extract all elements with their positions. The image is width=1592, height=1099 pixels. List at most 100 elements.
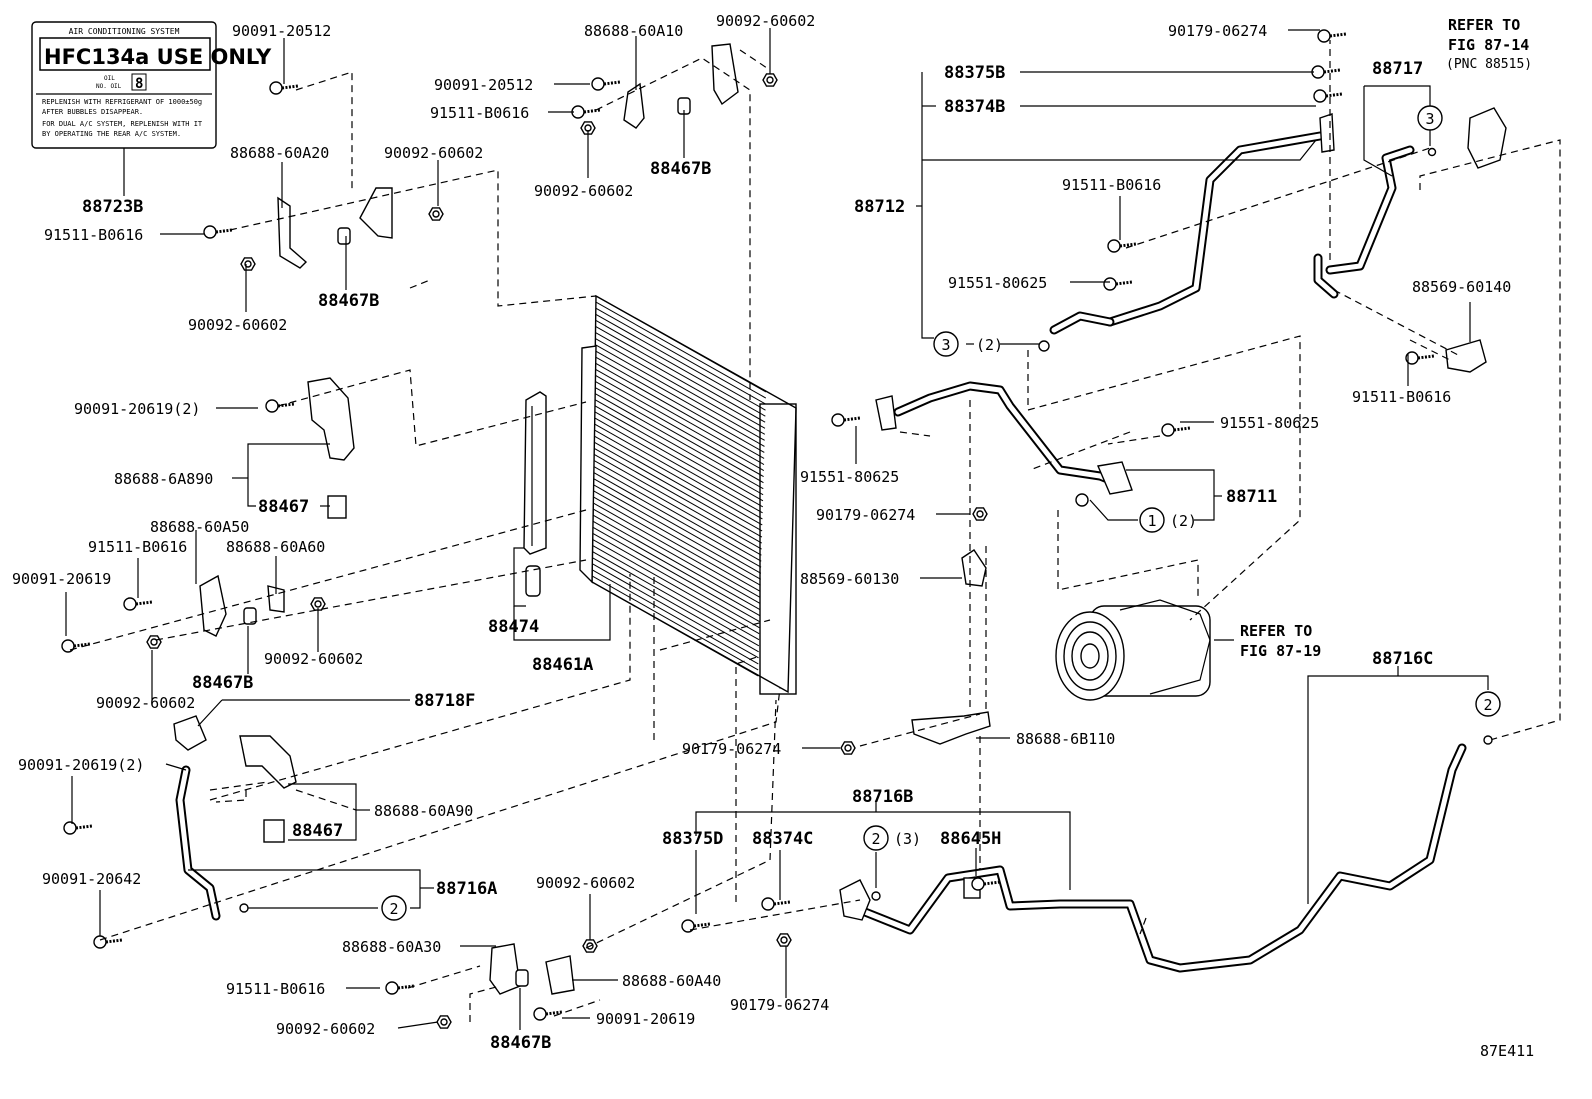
label-90091-20619-2-b: 90091-20619(2) (18, 756, 144, 774)
part-labels: 90091-20512 88688-60A10 90092-60602 9009… (12, 12, 1534, 1060)
pipes (175, 131, 1467, 973)
label-88375D: 88375D (662, 829, 723, 849)
label-90179-06274-c: 90179-06274 (682, 740, 781, 758)
label-88711: 88711 (1226, 487, 1277, 507)
callout-ref-2-left: 2 (239, 895, 407, 921)
condenser-core (579, 294, 797, 695)
label-91511-B0616-c: 91511-B0616 (1062, 176, 1161, 194)
label-88688-60A60: 88688-60A60 (226, 538, 325, 556)
label-91511-B0616-f: 91511-B0616 (226, 980, 325, 998)
label-90091-20619-2-a: 90091-20619(2) (74, 400, 200, 418)
callout-ref-3-upper: 3 (1417, 105, 1443, 157)
label-90092-60602-h: 90092-60602 (276, 1020, 375, 1038)
label-88688-60A20: 88688-60A20 (230, 144, 329, 162)
label-90179-06274-a: 90179-06274 (1168, 22, 1267, 40)
label-qty-3: (3) (894, 830, 921, 848)
callout-ref-2-right: 2 (1475, 691, 1501, 745)
label-90092-60602-d: 90092-60602 (188, 316, 287, 334)
ac-label-sticker: AIR CONDITIONING SYSTEM HFC134a USE ONLY… (31, 21, 272, 149)
svg-text:2: 2 (871, 830, 880, 848)
label-qty-2-a: (2) (976, 336, 1003, 354)
leader-lines (65, 28, 1489, 1030)
sticker-no-oil-label: NO. OIL (96, 83, 122, 90)
sticker-header: AIR CONDITIONING SYSTEM (69, 27, 180, 36)
label-88688-60A40: 88688-60A40 (622, 972, 721, 990)
svg-text:1: 1 (1147, 512, 1156, 530)
label-90091-20512-b: 90091-20512 (434, 76, 533, 94)
label-88467B-c: 88467B (192, 673, 253, 693)
illustration-code: 87E411 (1480, 1042, 1534, 1060)
sticker-warning-4: BY OPERATING THE REAR A/C SYSTEM. (42, 130, 181, 138)
label-91551-80625-b: 91551-80625 (1220, 414, 1319, 432)
label-fig-87-14: FIG 87-14 (1448, 36, 1529, 54)
label-90092-60602-a: 90092-60602 (716, 12, 815, 30)
sticker-oil-label: OIL (104, 75, 115, 82)
label-88374C: 88374C (752, 829, 813, 849)
label-88467-a: 88467 (258, 497, 309, 517)
label-88374B: 88374B (944, 97, 1005, 117)
label-88467B-d: 88467B (490, 1033, 551, 1053)
fasteners (61, 29, 1435, 1029)
label-90091-20512-a: 90091-20512 (232, 22, 331, 40)
label-91551-80625-c: 91551-80625 (800, 468, 899, 486)
label-pnc-88515: (PNC 88515) (1446, 57, 1532, 72)
sticker-brand: HFC134a USE ONLY (44, 45, 272, 69)
label-88467B-a: 88467B (650, 159, 711, 179)
sticker-warning-2: AFTER BUBBLES DISAPPEAR. (42, 108, 143, 116)
label-90091-20619-a: 90091-20619 (12, 570, 111, 588)
sticker-warning-1: REPLENISH WITH REFRIGERANT OF 1000±50g (42, 98, 202, 106)
svg-text:2: 2 (1483, 696, 1492, 714)
label-88716B: 88716B (852, 787, 913, 807)
label-88688-60A90: 88688-60A90 (374, 802, 473, 820)
label-88688-60A50: 88688-60A50 (150, 518, 249, 536)
label-88716C: 88716C (1372, 649, 1433, 669)
label-90092-60602-f: 90092-60602 (96, 694, 195, 712)
label-91511-B0616-e: 91511-B0616 (88, 538, 187, 556)
sticker-oil-number: 8 (135, 76, 143, 92)
label-88375B: 88375B (944, 63, 1005, 83)
brackets (173, 43, 1507, 995)
label-88716A: 88716A (436, 879, 497, 899)
label-88461A: 88461A (532, 655, 593, 675)
label-88723B: 88723B (82, 197, 143, 217)
label-90092-60602-b: 90092-60602 (534, 182, 633, 200)
label-88474: 88474 (488, 617, 539, 637)
label-88467B-b: 88467B (318, 291, 379, 311)
label-88569-60140: 88569-60140 (1412, 278, 1511, 296)
ac-compressor (1055, 599, 1211, 701)
label-88569-60130: 88569-60130 (800, 570, 899, 588)
label-90179-06274-b: 90179-06274 (816, 506, 915, 524)
label-88712: 88712 (854, 197, 905, 217)
svg-text:3: 3 (1425, 110, 1434, 128)
label-91511-B0616-d: 91511-B0616 (1352, 388, 1451, 406)
label-91551-80625-a: 91551-80625 (948, 274, 1047, 292)
label-88688-60A10: 88688-60A10 (584, 22, 683, 40)
sticker-warning-3: FOR DUAL A/C SYSTEM, REPLENISH WITH IT (42, 120, 203, 128)
label-90179-06274-d: 90179-06274 (730, 996, 829, 1014)
label-qty-2-b: (2) (1170, 512, 1197, 530)
label-90092-60602-e: 90092-60602 (264, 650, 363, 668)
label-90092-60602-g: 90092-60602 (536, 874, 635, 892)
label-88688-60A30: 88688-60A30 (342, 938, 441, 956)
label-91511-B0616-b: 91511-B0616 (44, 226, 143, 244)
callout-ref-3-lower: 3 (933, 331, 1050, 357)
label-refer-to-87-19: REFER TO (1240, 622, 1312, 640)
label-90091-20619-b: 90091-20619 (596, 1010, 695, 1028)
assembly-lines (69, 40, 1561, 1022)
label-90092-60602-c: 90092-60602 (384, 144, 483, 162)
label-fig-87-19: FIG 87-19 (1240, 642, 1321, 660)
label-88717: 88717 (1372, 59, 1423, 79)
svg-text:3: 3 (941, 336, 950, 354)
label-88645H: 88645H (940, 829, 1001, 849)
label-88688-6B110: 88688-6B110 (1016, 730, 1115, 748)
callout-ref-1: 1 (1075, 493, 1165, 533)
receiver-dryer (523, 391, 547, 597)
label-88467-b: 88467 (292, 821, 343, 841)
label-91511-B0616-a: 91511-B0616 (430, 104, 529, 122)
label-refer-to-87-14: REFER TO (1448, 16, 1520, 34)
label-90091-20642: 90091-20642 (42, 870, 141, 888)
svg-text:2: 2 (389, 900, 398, 918)
callouts: 3 3 1 2 2 2 (239, 105, 1501, 921)
callout-ref-2-center: 2 (863, 825, 889, 901)
